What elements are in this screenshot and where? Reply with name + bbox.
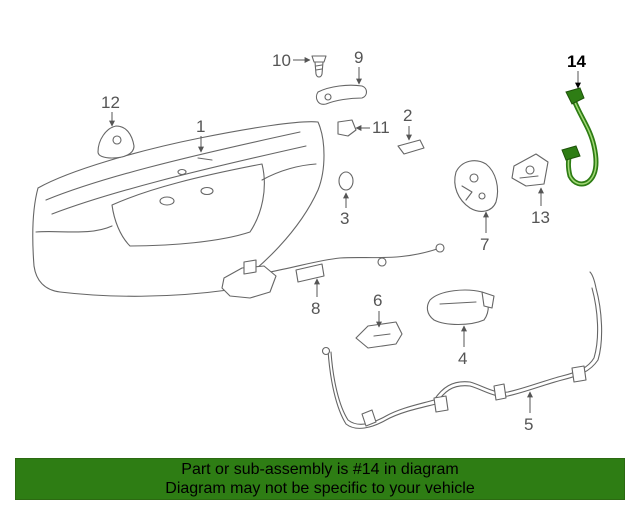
callout-6: 6 <box>373 291 382 328</box>
callout-1: 1 <box>196 117 205 153</box>
bracket-part-12[interactable] <box>97 125 135 159</box>
callout-12: 12 <box>101 93 120 127</box>
motor-part-4[interactable] <box>426 289 495 326</box>
callout-3: 3 <box>340 192 349 228</box>
callout-2-label: 2 <box>403 106 412 125</box>
callout-11-label: 11 <box>372 118 390 137</box>
callout-13-label: 13 <box>531 208 550 227</box>
nut-part-11[interactable] <box>337 119 357 137</box>
bolt-part-10[interactable] <box>311 55 327 78</box>
callout-9-label: 9 <box>354 48 363 67</box>
callout-14: 14 <box>567 52 586 89</box>
callout-4-label: 4 <box>458 349 467 368</box>
cable-bottom-connector <box>561 145 581 161</box>
callout-11: 11 <box>355 118 390 137</box>
callout-6-label: 6 <box>373 291 382 310</box>
plug-part-3[interactable] <box>338 171 354 191</box>
clip-part-2[interactable] <box>397 139 425 155</box>
callout-13: 13 <box>531 187 550 227</box>
callout-9: 9 <box>354 48 363 85</box>
callout-7-label: 7 <box>480 235 489 254</box>
callout-10-label: 10 <box>272 51 291 70</box>
callout-8: 8 <box>311 278 320 318</box>
banner-line-2: Diagram may not be specific to your vehi… <box>165 480 475 497</box>
cable-top-connector <box>565 87 585 105</box>
callout-5: 5 <box>524 391 533 434</box>
banner-line-1: Part or sub-assembly is #14 in diagram <box>181 461 459 478</box>
info-banner: Part or sub-assembly is #14 in diagram D… <box>15 458 625 500</box>
handle-part-9[interactable] <box>315 84 368 105</box>
wire-harness-part-5[interactable] <box>321 271 603 429</box>
callout-12-label: 12 <box>101 93 120 112</box>
striker-part-13[interactable] <box>511 153 549 187</box>
parts-diagram: 1 2 3 4 5 6 7 8 9 10 11 12 <box>32 48 603 434</box>
callout-3-label: 3 <box>340 209 349 228</box>
callout-2: 2 <box>403 106 412 141</box>
cable-part-14[interactable] <box>561 87 599 187</box>
cable-part-14-wire <box>566 97 599 187</box>
callout-5-label: 5 <box>524 415 533 434</box>
release-cable-part-8[interactable] <box>221 243 445 299</box>
callout-14-label: 14 <box>567 52 586 71</box>
callout-4: 4 <box>458 325 467 368</box>
callout-7: 7 <box>480 211 489 254</box>
latch-part-7[interactable] <box>454 160 499 212</box>
callout-10: 10 <box>272 51 311 70</box>
switch-part-6[interactable] <box>355 321 403 349</box>
callout-8-label: 8 <box>311 299 320 318</box>
liftgate-panel-part[interactable] <box>32 121 325 297</box>
callout-1-label: 1 <box>196 117 205 136</box>
